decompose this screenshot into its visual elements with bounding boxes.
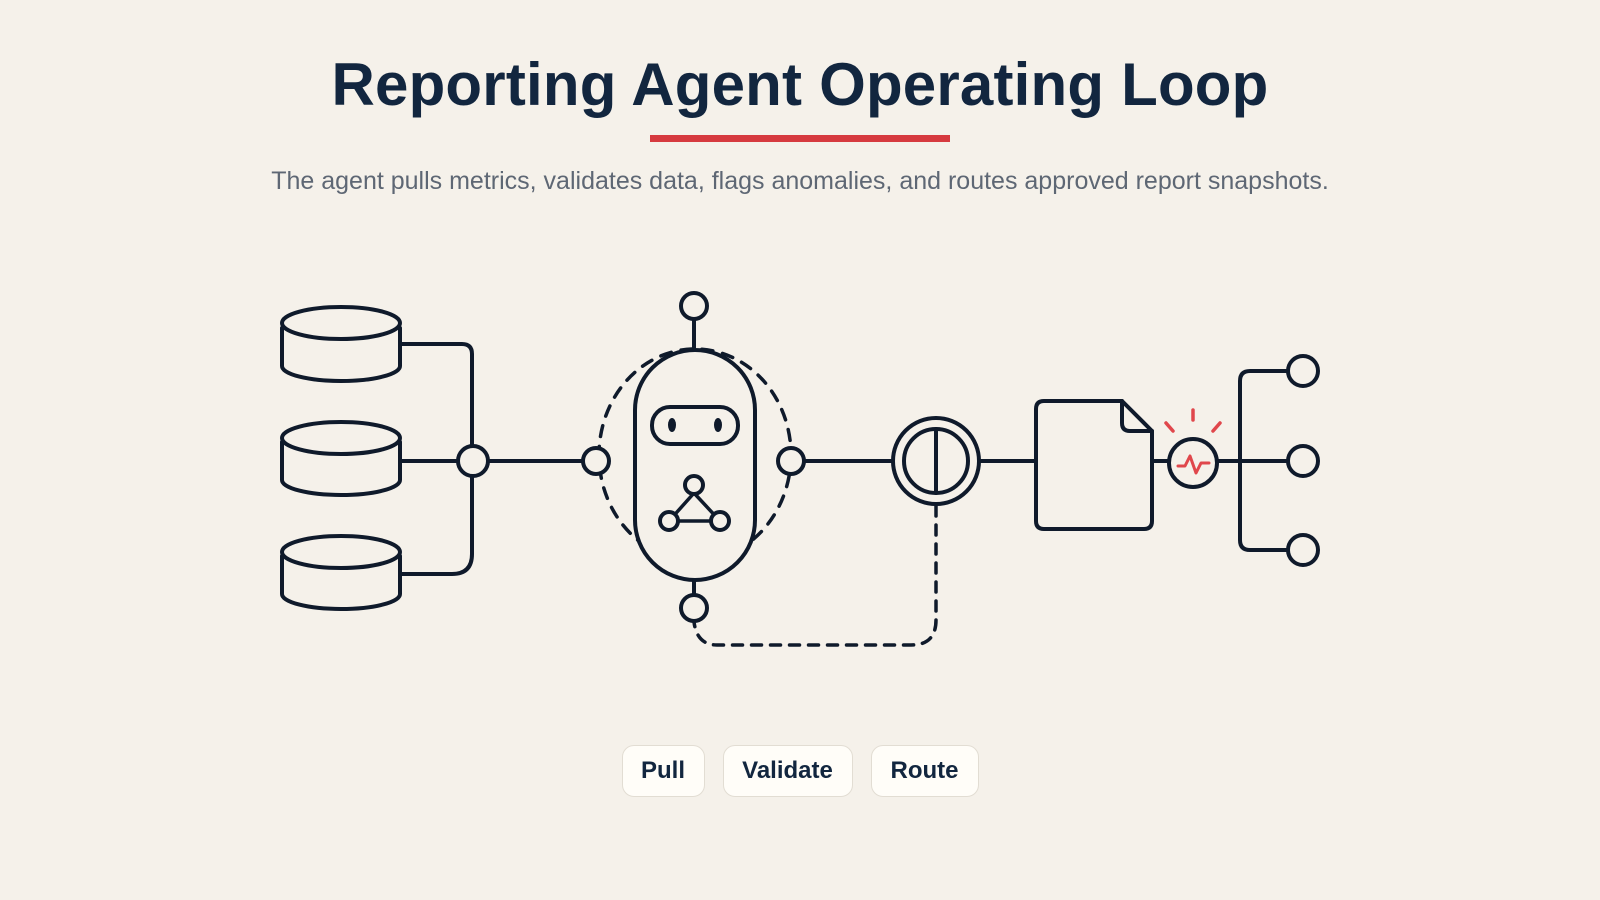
chip-route[interactable]: Route (870, 745, 979, 797)
output-node-icon (1286, 533, 1320, 567)
merge-node (456, 444, 490, 478)
database-icon (280, 305, 402, 383)
database-icon (280, 420, 402, 497)
chip-validate[interactable]: Validate (722, 745, 853, 797)
validation-gate-icon (891, 416, 981, 506)
anomaly-alert-icon (1164, 408, 1222, 489)
output-node-icon (1286, 354, 1320, 388)
database-icon (280, 534, 402, 611)
step-chips: Pull Validate Route (0, 745, 1600, 797)
output-node-icon (1286, 444, 1320, 478)
report-document-icon (1034, 399, 1154, 531)
page-subtitle: The agent pulls metrics, validates data,… (271, 167, 1329, 195)
chip-pull[interactable]: Pull (621, 745, 705, 797)
feedback-loop (692, 504, 938, 647)
title-underline (650, 135, 950, 142)
robot-agent-icon (581, 291, 806, 623)
page-title: Reporting Agent Operating Loop (331, 51, 1269, 118)
